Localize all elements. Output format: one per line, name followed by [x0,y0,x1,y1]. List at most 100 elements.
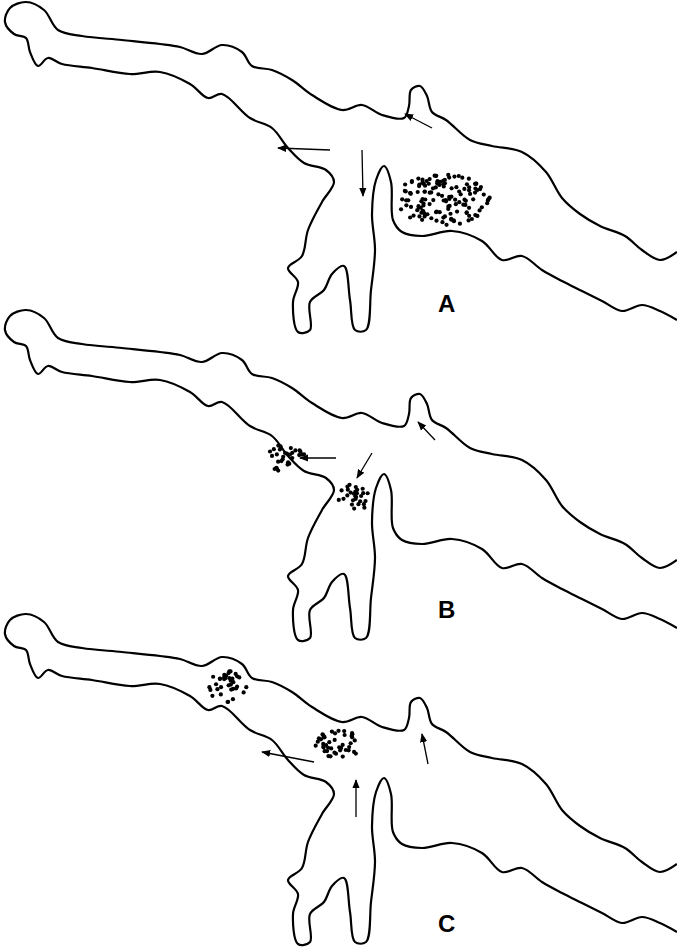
particle-dot [436,192,440,196]
particle-dot [275,452,279,456]
particle-dot [467,206,471,210]
flow-arrow [357,453,372,478]
particle-dot [422,190,426,194]
flow-arrow [405,114,432,128]
particle-dot [440,194,444,198]
particle-dot [362,502,366,506]
particle-dot [215,687,219,691]
particle-dot [283,451,287,455]
particle-dot [420,180,424,184]
particle-dot [455,210,459,214]
particle-dot [473,182,477,186]
particle-dot [276,443,280,447]
particle-dot [453,198,457,202]
particle-dot [345,493,349,497]
particle-dot [416,190,420,194]
channel-panel [5,2,677,333]
particle-dot [452,174,456,178]
channel-panel [5,614,677,945]
particle-dot [450,186,454,190]
particle-dot [347,483,351,487]
particle-dot [461,203,465,207]
particle-dot [410,179,414,183]
particle-dot [429,190,433,194]
panel-letter: B [438,598,455,622]
particle-dot [218,677,222,681]
particle-dot [341,497,345,501]
flow-arrow [362,150,363,196]
particle-dot [464,199,468,203]
particle-dot [417,214,421,218]
particle-dot [475,214,479,218]
flow-arrow [355,780,356,817]
particle-dot [434,219,438,223]
particle-dot [434,174,438,178]
particle-dot [410,180,414,184]
particle-dot [323,749,327,753]
flow-arrow [418,422,435,440]
particle-dot [289,446,293,450]
particle-dot [434,210,438,214]
particle-dot [341,743,345,747]
particle-dot [343,733,347,737]
particle-dot [428,177,432,181]
particle-dot [226,700,230,704]
particle-dot [270,454,274,458]
particle-dot [408,191,412,195]
particle-dot [400,197,404,201]
particle-dot [488,196,492,200]
particle-dot [244,685,248,689]
particle-dot [408,191,412,195]
particle-dot [342,729,346,733]
particle-dot [326,746,330,750]
particle-dot [356,502,360,506]
particle-dot [219,685,223,689]
particle-dot [350,735,354,739]
particle-dot [467,177,471,181]
particle-dot [314,744,318,748]
particle-dot [297,448,301,452]
particle-cluster [399,173,492,227]
particle-dot [333,731,337,735]
particle-dot [276,460,280,464]
particle-dot [435,181,439,185]
particle-dot [286,460,290,464]
particle-dot [403,182,407,186]
particle-dot [466,218,470,222]
particle-dot [341,754,345,758]
particle-dot [449,217,453,221]
particle-dot [417,184,421,188]
particle-dot [404,203,408,207]
particle-dot [404,189,408,193]
particle-dot [337,498,341,502]
particle-dot [444,223,448,227]
particle-dot [420,218,424,222]
particle-dot [207,685,211,689]
particle-dot [361,487,365,491]
particle-dot [274,466,278,470]
particle-dot [444,198,448,202]
particle-dot [421,201,425,205]
flow-arrow [262,752,314,762]
particle-dot [235,674,239,678]
particle-dot [229,687,233,691]
particle-dot [408,215,412,219]
particle-dot [231,697,235,701]
particle-dot [275,466,279,470]
particle-dot [431,186,435,190]
particle-dot [429,216,433,220]
particle-dot [399,207,403,211]
particle-dot [290,456,294,460]
particle-dot [471,197,475,201]
particle-dot [339,488,343,492]
particle-cluster [207,669,248,704]
particle-dot [214,682,218,686]
particle-dot [434,174,438,178]
particle-dot [485,201,489,205]
channel-panel [5,310,677,641]
particle-dot [409,192,413,196]
particle-dot [406,198,410,202]
particle-dot [353,497,357,501]
